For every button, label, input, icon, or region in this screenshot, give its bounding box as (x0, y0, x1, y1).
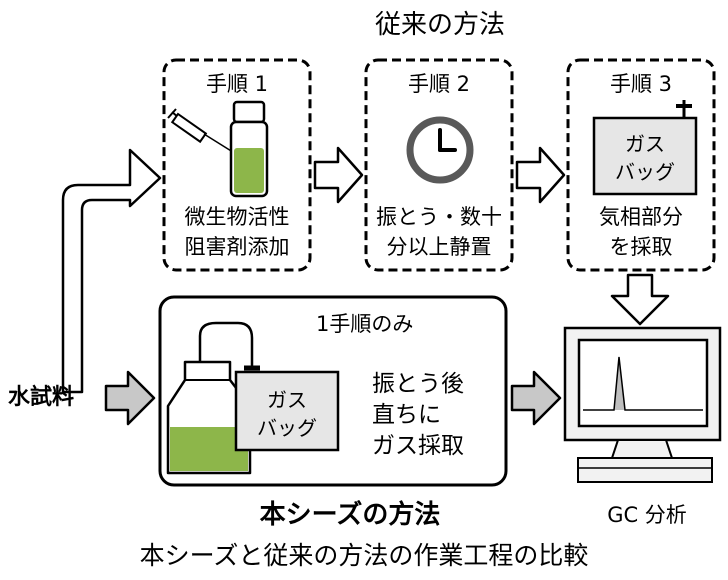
arrow-new-method-to-gc (510, 370, 562, 426)
new-desc-line1: 振とう後 (372, 371, 464, 397)
step3-bag-line2: バッグ (615, 160, 675, 184)
arrow-step1-to-step2 (313, 146, 364, 204)
new-method-step-label: 1手順のみ (316, 312, 414, 336)
step1-desc-line1: 微生物活性 (184, 205, 290, 229)
gas-bag-icon-step3 (592, 100, 698, 196)
step3-desc-line2: を採取 (609, 235, 673, 259)
bottle-icon (166, 360, 252, 475)
step2-desc-line2: 分以上静置 (386, 235, 492, 259)
step3-bag-line1: ガス (625, 132, 665, 156)
vial-icon (229, 100, 269, 198)
new-bag-line1: ガス (267, 388, 307, 412)
syringe-icon (167, 108, 237, 155)
step1-desc-line2: 阻害剤添加 (184, 235, 290, 259)
figure-caption: 本シーズと従来の方法の作業工程の比較 (139, 541, 589, 570)
step2-desc-line1: 振とう・数十 (376, 205, 502, 229)
gc-monitor-icon (563, 326, 722, 483)
gc-analysis-label: GC 分析 (607, 503, 687, 527)
new-desc-line3: ガス採取 (372, 433, 464, 459)
new-bag-line2: バッグ (257, 416, 317, 440)
step1-label: 手順 1 (205, 72, 269, 96)
step1-box (162, 58, 312, 272)
clock-icon (406, 116, 474, 184)
arrow-step3-to-gc (610, 273, 670, 326)
new-method-title: 本シーズの方法 (259, 500, 441, 530)
conventional-title: 従来の方法 (374, 10, 505, 40)
step3-box (566, 58, 716, 272)
tube (198, 321, 254, 366)
arrow-water-to-new-method (104, 370, 156, 426)
gas-bag-icon-new (234, 370, 340, 452)
step2-label: 手順 2 (407, 72, 471, 96)
step3-label: 手順 3 (609, 72, 673, 96)
step3-desc-line1: 気相部分 (599, 205, 683, 229)
bent-arrow (61, 148, 162, 394)
step2-box (364, 58, 514, 272)
water-sample-label: 水試料 (8, 385, 75, 410)
new-desc-line2: 直ちに (372, 402, 441, 428)
arrow-step2-to-step3 (515, 146, 566, 204)
